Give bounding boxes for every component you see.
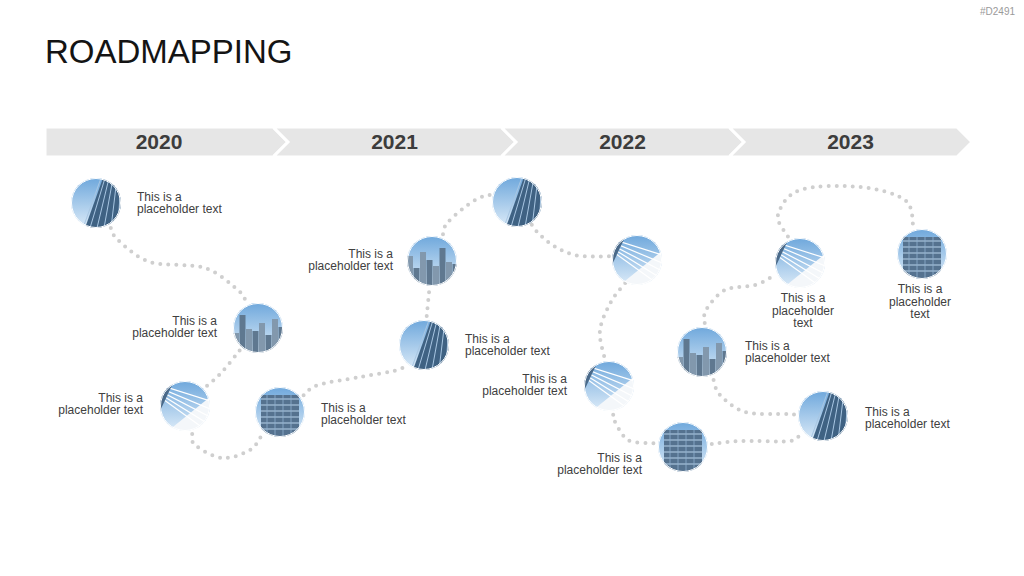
photo-circle xyxy=(677,327,727,377)
chevron-outline xyxy=(45,127,288,157)
photo-circle xyxy=(612,235,662,287)
photo-circle xyxy=(407,236,457,286)
dotted-connector xyxy=(192,434,262,458)
year-label: 2022 xyxy=(501,127,744,157)
year-chevron: 2021 xyxy=(273,127,516,157)
dotted-connector xyxy=(111,228,245,302)
milestone-circle: This is a placeholder text xyxy=(658,422,708,472)
milestone-circle: This is a placeholder text xyxy=(71,178,121,228)
title-wrap: ROADMAPPING xyxy=(45,32,293,72)
photo-circle xyxy=(71,178,121,228)
milestone-text: This is a placeholder text xyxy=(321,402,411,427)
milestone-circle: This is a placeholder text xyxy=(233,303,283,353)
milestone-text: This is a placeholder text xyxy=(477,373,567,398)
year-chevron: 2022 xyxy=(501,127,744,157)
milestone-caption: This is a placeholder text xyxy=(745,340,835,365)
milestone-caption: This is a placeholder text xyxy=(465,333,555,358)
milestone-text: This is a placeholder text xyxy=(764,292,842,330)
dotted-connector xyxy=(704,276,774,323)
dotted-connector xyxy=(613,415,655,444)
photo-circle xyxy=(160,381,210,431)
slide-code: #D2491 xyxy=(980,6,1015,17)
milestone-caption: This is a placeholder text xyxy=(127,315,217,340)
milestone-circle: This is a placeholder text xyxy=(677,327,727,377)
milestone-text: This is a placeholder text xyxy=(865,406,955,431)
dotted-connector xyxy=(304,365,404,395)
milestone-text: This is a placeholder text xyxy=(127,315,217,340)
milestone-caption: This is a placeholder text xyxy=(477,373,567,398)
dotted-connector xyxy=(713,379,794,415)
dotted-connector xyxy=(443,195,638,357)
photo-circle xyxy=(255,387,305,437)
milestone-circle: This is a placeholder text xyxy=(897,229,947,279)
milestone-caption: This is a placeholder text xyxy=(53,392,143,417)
year-label: 2023 xyxy=(729,127,972,157)
milestone-text: This is a placeholder text xyxy=(303,248,393,273)
label-wrap: #D2491 xyxy=(980,6,1015,17)
chevron-outline xyxy=(729,127,972,157)
year-label: 2020 xyxy=(45,127,288,157)
photo-circle xyxy=(399,320,449,370)
dotted-connector xyxy=(206,350,239,386)
chevron-outline xyxy=(501,127,744,157)
slide-title: ROADMAPPING xyxy=(45,32,293,72)
milestone-text: This is a placeholder text xyxy=(137,191,227,216)
milestone-text: This is a placeholder text xyxy=(53,392,143,417)
photo-circle xyxy=(584,361,634,411)
milestone-text: This is a placeholder text xyxy=(465,333,555,358)
milestone-circle: This is a placeholder text xyxy=(399,320,449,370)
milestone-circle: This is a placeholder text xyxy=(160,381,210,431)
year-chevron: 2023 xyxy=(729,127,972,157)
dotted-connector xyxy=(427,290,430,316)
milestone-text: This is a placeholder text xyxy=(745,340,835,365)
milestone-caption: This is a placeholder text xyxy=(321,402,411,427)
milestone-circle: This is a placeholder text xyxy=(407,236,457,286)
milestone-caption: This is a placeholder text xyxy=(137,191,227,216)
milestone-circle: This is a placeholder text xyxy=(255,387,305,437)
milestone-caption: This is a placeholder text xyxy=(303,248,393,273)
photo-circle xyxy=(233,303,283,353)
photo-circle xyxy=(897,229,947,279)
milestone-caption: This is a placeholder text xyxy=(865,406,955,431)
milestone-circle: This is a placeholder text xyxy=(775,238,825,288)
milestone-circle: This is a placeholder text xyxy=(584,361,634,411)
photo-circle xyxy=(658,422,708,472)
milestone-text: This is a placeholder text xyxy=(552,452,642,477)
photo-circle xyxy=(775,238,825,288)
milestone-caption: This is a placeholder text xyxy=(881,283,959,321)
milestone-circle: This is a placeholder text xyxy=(798,391,848,441)
chevron-outline xyxy=(273,127,516,157)
photo-circle xyxy=(492,177,542,227)
year-label: 2021 xyxy=(273,127,516,157)
year-chevron: 2020 xyxy=(45,127,288,157)
photo-circle xyxy=(798,391,848,441)
milestone-caption: This is a placeholder text xyxy=(552,452,642,477)
milestone-caption: This is a placeholder text xyxy=(764,292,842,330)
dotted-connector xyxy=(778,186,914,237)
milestone-text: This is a placeholder text xyxy=(881,283,959,321)
dotted-connector xyxy=(712,434,800,445)
